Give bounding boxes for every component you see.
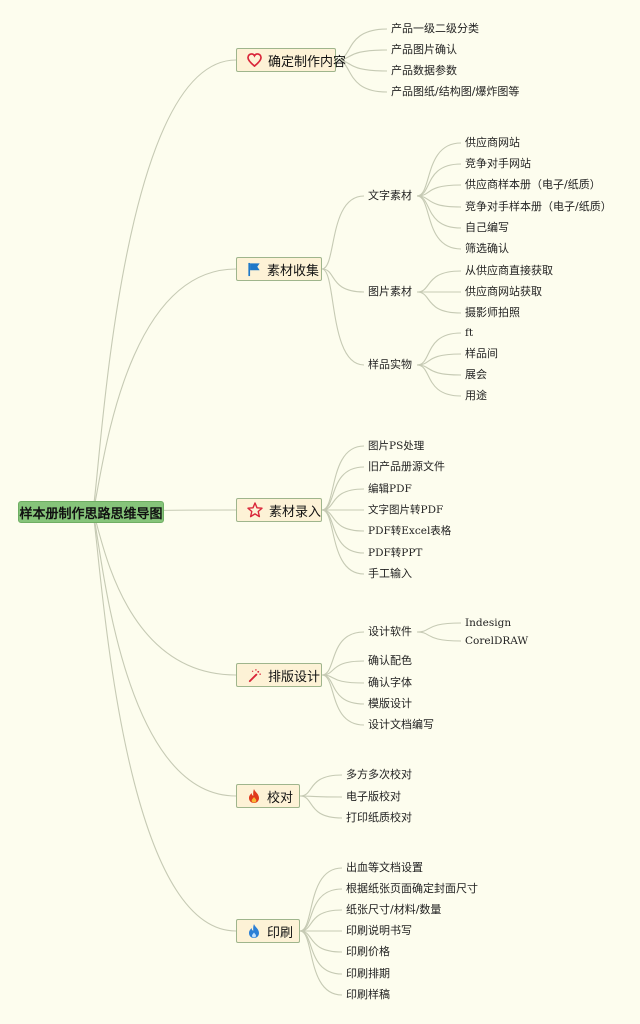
connector-line bbox=[416, 184, 462, 197]
connector-line bbox=[299, 795, 343, 819]
topic-node[interactable]: CorelDRAW bbox=[465, 635, 529, 647]
connector-line bbox=[299, 930, 343, 996]
connector-line bbox=[321, 509, 365, 575]
topic-node[interactable]: 用途 bbox=[465, 389, 487, 402]
topic-node[interactable]: 摄影师拍照 bbox=[465, 306, 520, 319]
branch-node[interactable]: 校对 bbox=[236, 784, 300, 808]
topic-node[interactable]: 展会 bbox=[465, 368, 487, 381]
topic-node[interactable]: 样品实物 bbox=[368, 358, 412, 371]
branch-node[interactable]: 素材收集 bbox=[236, 257, 322, 281]
connector-line bbox=[299, 795, 343, 798]
connector-line bbox=[91, 511, 237, 797]
connector-line bbox=[321, 195, 365, 270]
topic-node[interactable]: 模版设计 bbox=[368, 697, 412, 710]
connector-line bbox=[416, 631, 462, 642]
topic-node[interactable]: 印刷说明书写 bbox=[346, 924, 412, 937]
topic-node[interactable]: 图片素材 bbox=[368, 285, 412, 298]
topic-node[interactable]: 打印纸质校对 bbox=[346, 811, 412, 824]
topic-node[interactable]: 自己编写 bbox=[465, 221, 509, 234]
connector-line bbox=[321, 268, 365, 366]
branch-label: 排版设计 bbox=[268, 669, 321, 685]
connector-line bbox=[321, 445, 365, 511]
topic-node[interactable]: ft bbox=[465, 327, 474, 339]
topic-node[interactable]: 筛选确认 bbox=[465, 242, 509, 255]
topic-node[interactable]: 产品数据参数 bbox=[391, 64, 457, 77]
topic-node[interactable]: 供应商网站获取 bbox=[465, 285, 542, 298]
connector-line bbox=[91, 59, 237, 513]
heart-icon bbox=[247, 52, 262, 68]
branch-label: 素材收集 bbox=[267, 263, 320, 279]
topic-node[interactable]: 设计软件 bbox=[368, 625, 412, 638]
connector-line bbox=[299, 867, 343, 932]
connector-line bbox=[416, 142, 462, 197]
topic-node[interactable]: 图片PS处理 bbox=[368, 440, 425, 452]
topic-node[interactable]: 产品一级二级分类 bbox=[391, 22, 479, 35]
topic-node[interactable]: 出血等文档设置 bbox=[346, 861, 423, 874]
topic-node[interactable]: 印刷排期 bbox=[346, 967, 390, 980]
topic-node[interactable]: 供应商网站 bbox=[465, 136, 520, 149]
topic-node[interactable]: 根据纸张页面确定封面尺寸 bbox=[346, 882, 478, 895]
topic-node[interactable]: 纸张尺寸/材料/数量 bbox=[346, 903, 442, 916]
root-node[interactable]: 样本册制作思路思维导图 bbox=[18, 501, 164, 523]
branch-node[interactable]: 确定制作内容 bbox=[236, 48, 346, 72]
connector-line bbox=[91, 511, 237, 932]
topic-node[interactable]: 设计文档编写 bbox=[368, 718, 434, 731]
topic-node[interactable]: 从供应商直接获取 bbox=[465, 264, 553, 277]
connector-line bbox=[321, 674, 365, 726]
star-icon bbox=[247, 502, 263, 518]
connector-line bbox=[321, 268, 365, 293]
branch-label: 素材录入 bbox=[269, 504, 322, 520]
topic-node[interactable]: PDF转PPT bbox=[368, 547, 423, 559]
topic-node[interactable]: 样品间 bbox=[465, 347, 498, 360]
magic-wand-icon bbox=[247, 667, 262, 683]
topic-node[interactable]: 确认配色 bbox=[368, 654, 412, 667]
connector-line bbox=[299, 909, 343, 932]
branch-label: 确定制作内容 bbox=[268, 54, 347, 70]
topic-node[interactable]: 竞争对手样本册（电子/纸质） bbox=[465, 200, 612, 213]
topic-node[interactable]: PDF转Excel表格 bbox=[368, 525, 452, 537]
connector-line bbox=[416, 364, 462, 376]
connector-line bbox=[321, 631, 365, 676]
connector-line bbox=[321, 488, 365, 511]
connector-line bbox=[416, 195, 462, 250]
flame-blue-icon bbox=[247, 923, 261, 939]
connector-line bbox=[416, 270, 462, 293]
fire-icon bbox=[247, 788, 261, 804]
branch-label: 校对 bbox=[267, 790, 294, 806]
branch-node[interactable]: 印刷 bbox=[236, 919, 300, 943]
connector-line bbox=[321, 660, 365, 676]
topic-node[interactable]: 手工输入 bbox=[368, 567, 412, 580]
topic-node[interactable]: 竞争对手网站 bbox=[465, 157, 531, 170]
branch-node[interactable]: 排版设计 bbox=[236, 663, 322, 687]
topic-node[interactable]: 多方多次校对 bbox=[346, 768, 412, 781]
topic-node[interactable]: 确认字体 bbox=[368, 676, 412, 689]
flag-icon bbox=[247, 261, 261, 277]
branch-node[interactable]: 素材录入 bbox=[236, 498, 322, 522]
topic-node[interactable]: 产品图纸/结构图/爆炸图等 bbox=[391, 85, 520, 98]
topic-node[interactable]: 旧产品册源文件 bbox=[368, 460, 445, 473]
connector-line bbox=[335, 59, 388, 93]
topic-node[interactable]: 电子版校对 bbox=[346, 790, 401, 803]
topic-node[interactable]: Indesign bbox=[465, 617, 512, 629]
topic-node[interactable]: 供应商样本册（电子/纸质） bbox=[465, 178, 601, 191]
topic-node[interactable]: 编辑PDF bbox=[368, 483, 412, 495]
topic-node[interactable]: 文字图片转PDF bbox=[368, 504, 444, 516]
topic-node[interactable]: 文字素材 bbox=[368, 189, 412, 202]
connector-line bbox=[335, 49, 388, 61]
connector-line bbox=[299, 774, 343, 797]
connector-line bbox=[416, 291, 462, 314]
topic-node[interactable]: 印刷样稿 bbox=[346, 988, 390, 1001]
connector-line bbox=[91, 268, 237, 513]
connector-line bbox=[91, 511, 237, 676]
connector-line bbox=[416, 622, 462, 633]
topic-node[interactable]: 产品图片确认 bbox=[391, 43, 457, 56]
connector-line bbox=[416, 332, 462, 366]
connector-line bbox=[416, 353, 462, 366]
branch-label: 印刷 bbox=[267, 925, 294, 941]
connector-line bbox=[416, 364, 462, 397]
connector-line bbox=[321, 466, 365, 511]
topic-node[interactable]: 印刷价格 bbox=[346, 945, 390, 958]
